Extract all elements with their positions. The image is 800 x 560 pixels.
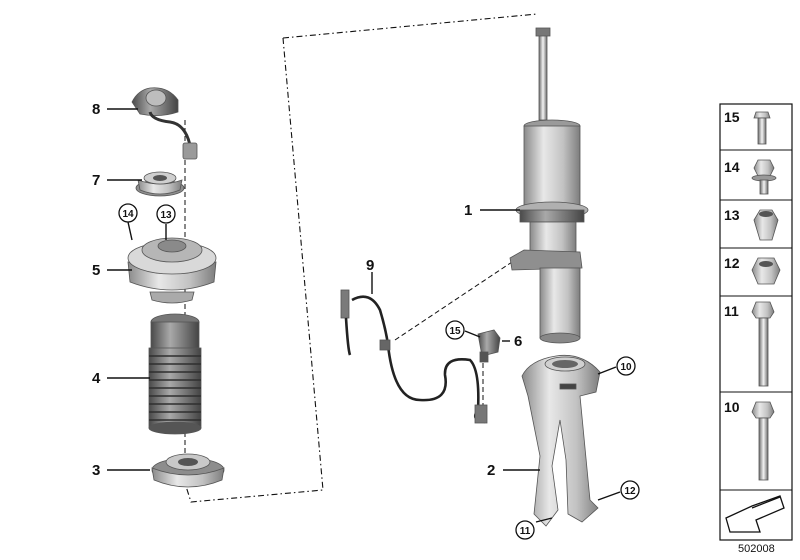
callout-5: 5 bbox=[92, 262, 100, 279]
svg-text:10: 10 bbox=[620, 362, 632, 373]
fork-carrier-part bbox=[521, 354, 601, 527]
table-row-14: 14 bbox=[724, 159, 777, 195]
callout-3: 3 bbox=[92, 462, 100, 479]
svg-text:11: 11 bbox=[724, 303, 739, 319]
table-row-11: 11 bbox=[724, 301, 775, 387]
circled-callout-14: 14 bbox=[118, 203, 138, 223]
doc-number: 502008 bbox=[738, 543, 775, 555]
circled-callout-12: 12 bbox=[620, 480, 640, 500]
svg-text:14: 14 bbox=[724, 159, 740, 175]
svg-text:11: 11 bbox=[520, 526, 531, 537]
shock-absorber-part bbox=[509, 27, 589, 344]
lower-spring-seat-part bbox=[151, 453, 225, 488]
leader-lines bbox=[107, 108, 621, 523]
circled-callout-10: 10 bbox=[616, 356, 636, 376]
table-row-12: 12 bbox=[724, 255, 781, 285]
svg-text:10: 10 bbox=[724, 399, 740, 415]
svg-text:14: 14 bbox=[122, 209, 134, 220]
svg-text:12: 12 bbox=[624, 486, 636, 497]
callout-4: 4 bbox=[92, 370, 101, 387]
circled-callout-13: 13 bbox=[156, 204, 176, 224]
spring-pad-part bbox=[135, 171, 185, 197]
circled-callout-11: 11 bbox=[515, 520, 535, 540]
svg-text:15: 15 bbox=[449, 326, 461, 337]
callout-8: 8 bbox=[92, 101, 100, 118]
direction-arrow-icon bbox=[725, 495, 785, 533]
hardware-table: 15 14 13 12 11 10 bbox=[719, 103, 793, 541]
svg-text:12: 12 bbox=[724, 255, 740, 271]
callout-1: 1 bbox=[464, 202, 472, 219]
callout-6: 6 bbox=[514, 333, 522, 350]
circled-callout-15: 15 bbox=[445, 320, 465, 340]
sensor-bracket-part bbox=[477, 329, 501, 363]
top-mount-part bbox=[127, 237, 217, 304]
callout-7: 7 bbox=[92, 172, 100, 189]
svg-text:15: 15 bbox=[724, 109, 740, 125]
svg-text:13: 13 bbox=[724, 207, 740, 223]
callout-9: 9 bbox=[366, 257, 374, 274]
sensor-cable-part bbox=[340, 289, 488, 424]
svg-text:13: 13 bbox=[160, 210, 172, 221]
assembly-frame-line bbox=[183, 13, 538, 503]
table-row-15: 15 bbox=[724, 109, 771, 145]
callout-2: 2 bbox=[487, 462, 495, 479]
table-row-13: 13 bbox=[724, 207, 779, 241]
table-row-10: 10 bbox=[724, 399, 775, 481]
dust-boot-part bbox=[148, 313, 202, 435]
top-mount-sensor-part bbox=[131, 87, 198, 160]
